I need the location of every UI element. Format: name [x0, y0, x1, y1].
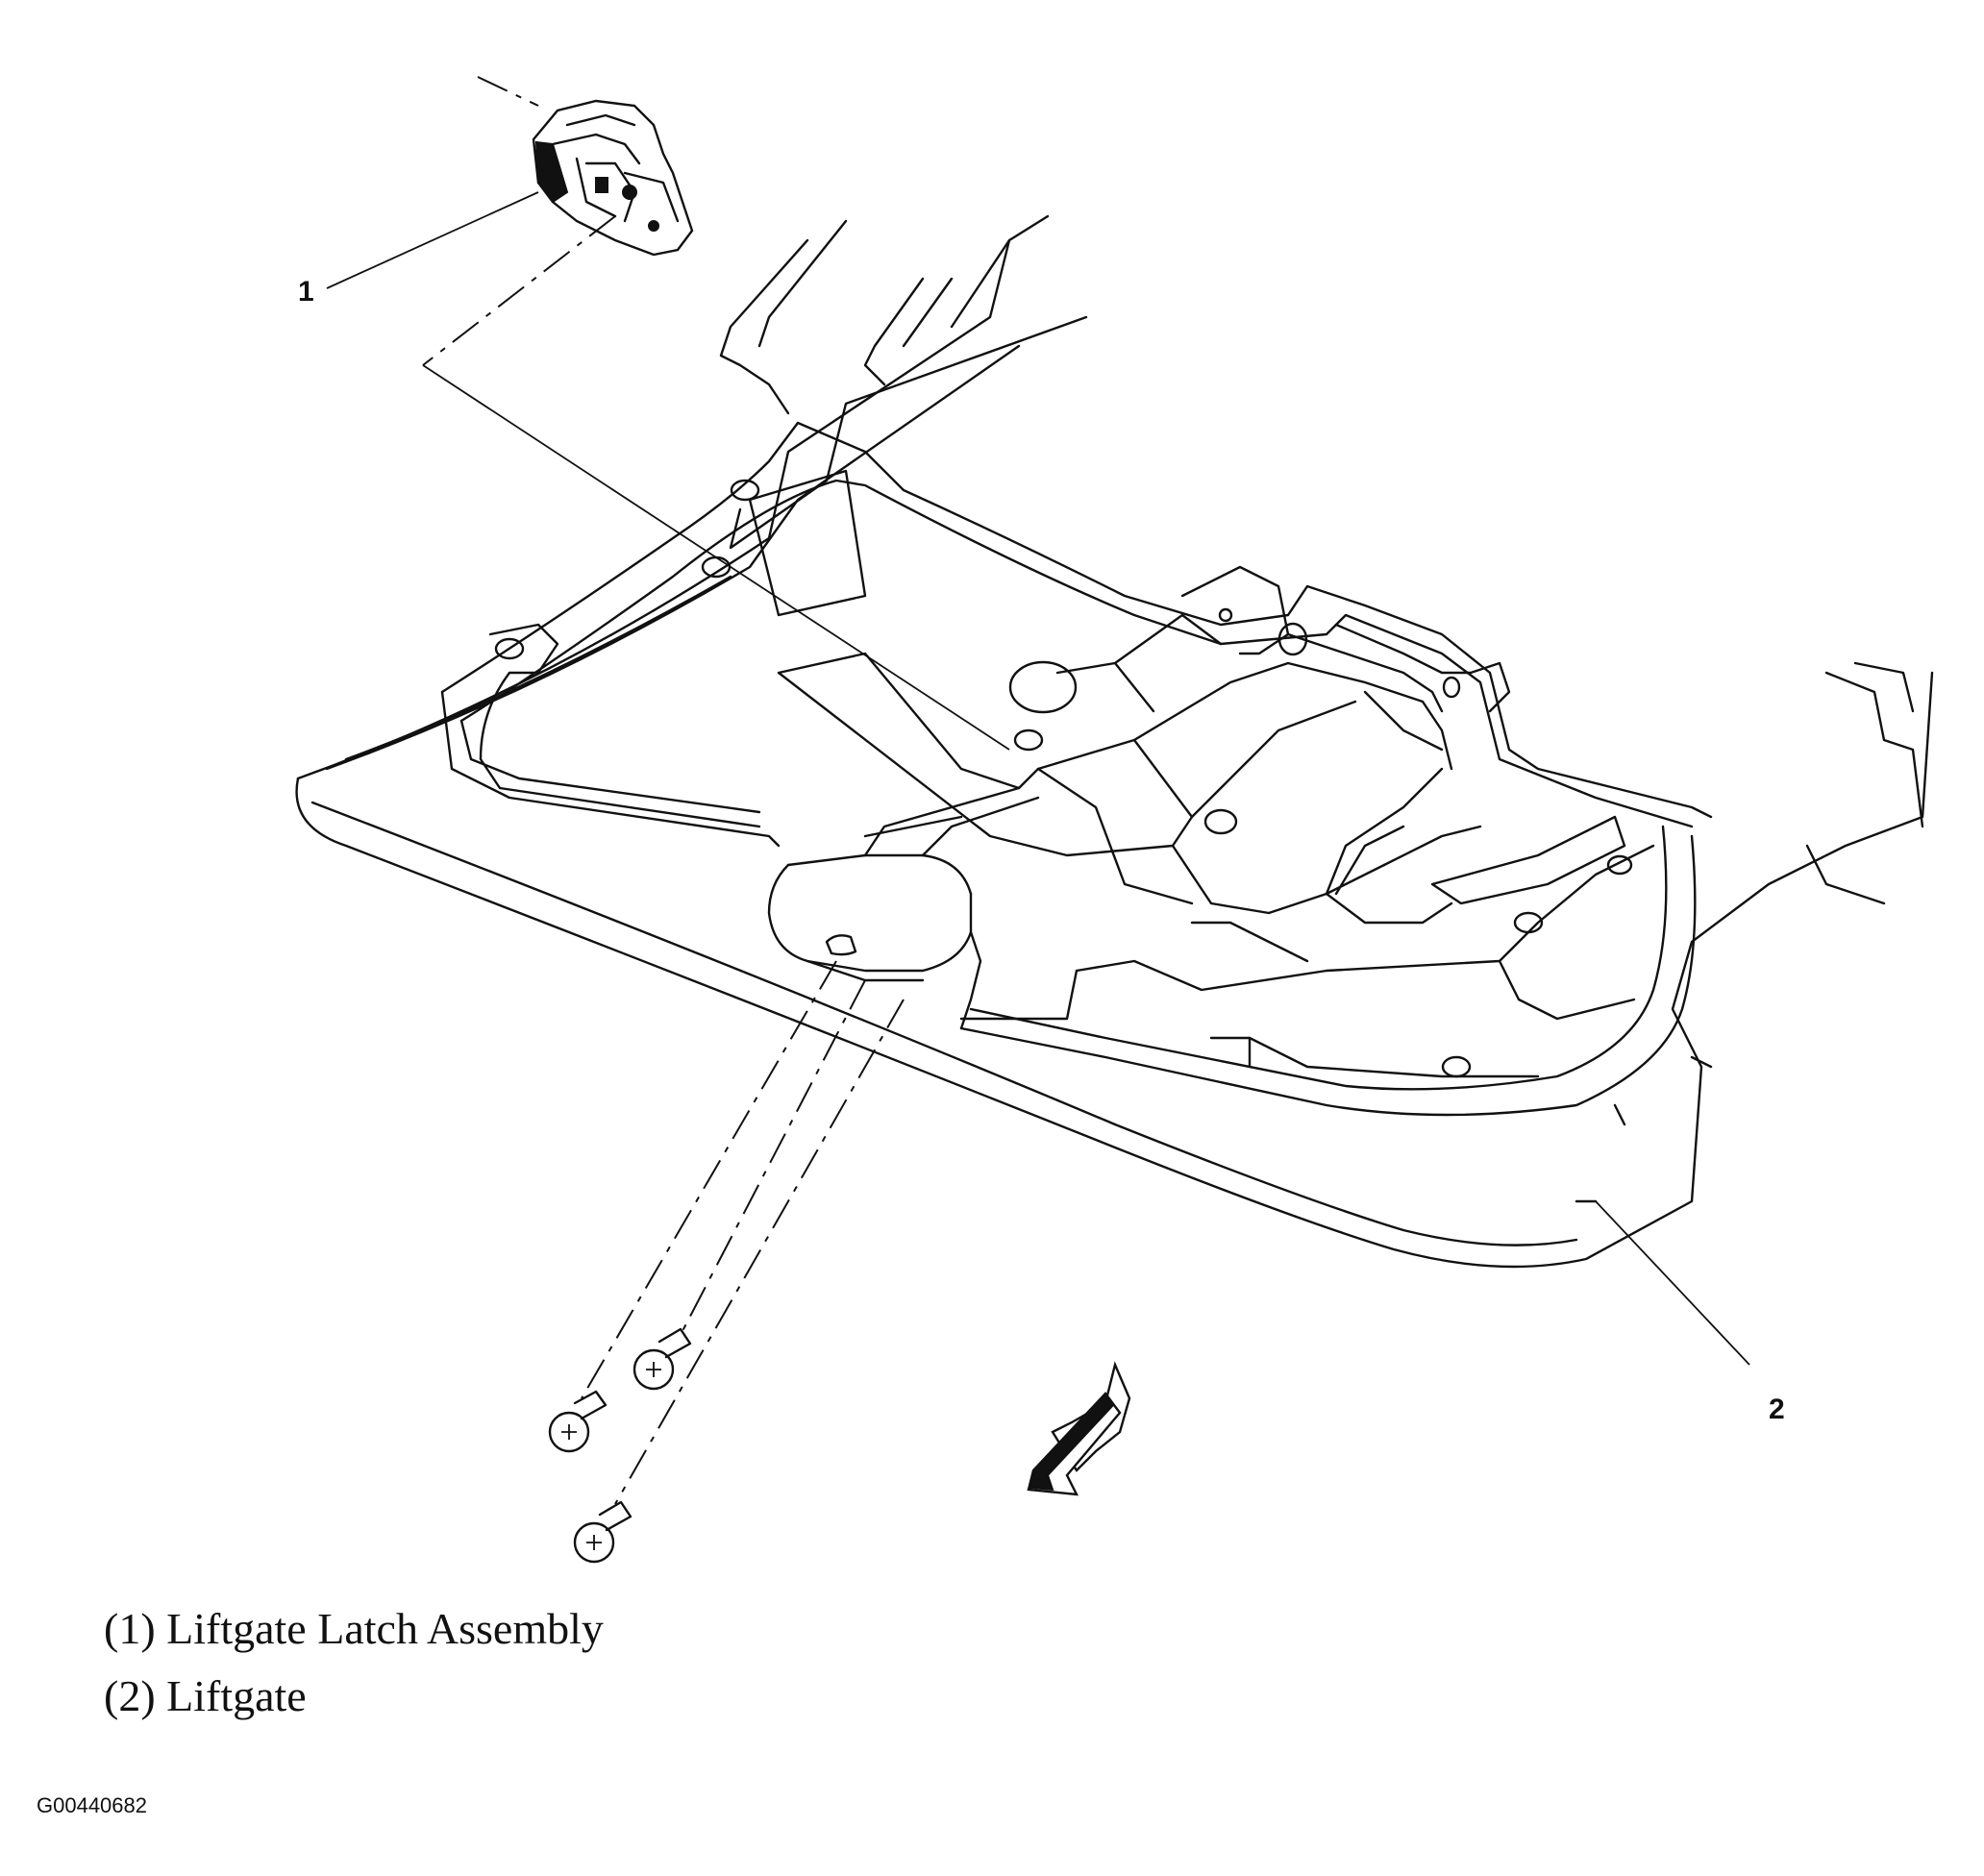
screw-1: [548, 1390, 608, 1453]
liftgate-panel: [295, 214, 1934, 1269]
screw-3: [573, 1500, 632, 1564]
screws: [548, 960, 905, 1564]
legend-item-liftgate: (2) Liftgate: [104, 1671, 307, 1720]
legend-item-liftgate-latch-assembly: (1) Liftgate Latch Assembly: [104, 1604, 604, 1653]
screw-2: [632, 1327, 692, 1391]
leader-lines: [326, 76, 1750, 1366]
latch-assembly: [532, 99, 694, 257]
figure-id: G00440682: [37, 1793, 147, 1817]
front-direction-arrow-icon: [1027, 1361, 1131, 1496]
callout-1: 1: [298, 276, 314, 308]
callout-2: 2: [1769, 1394, 1785, 1425]
